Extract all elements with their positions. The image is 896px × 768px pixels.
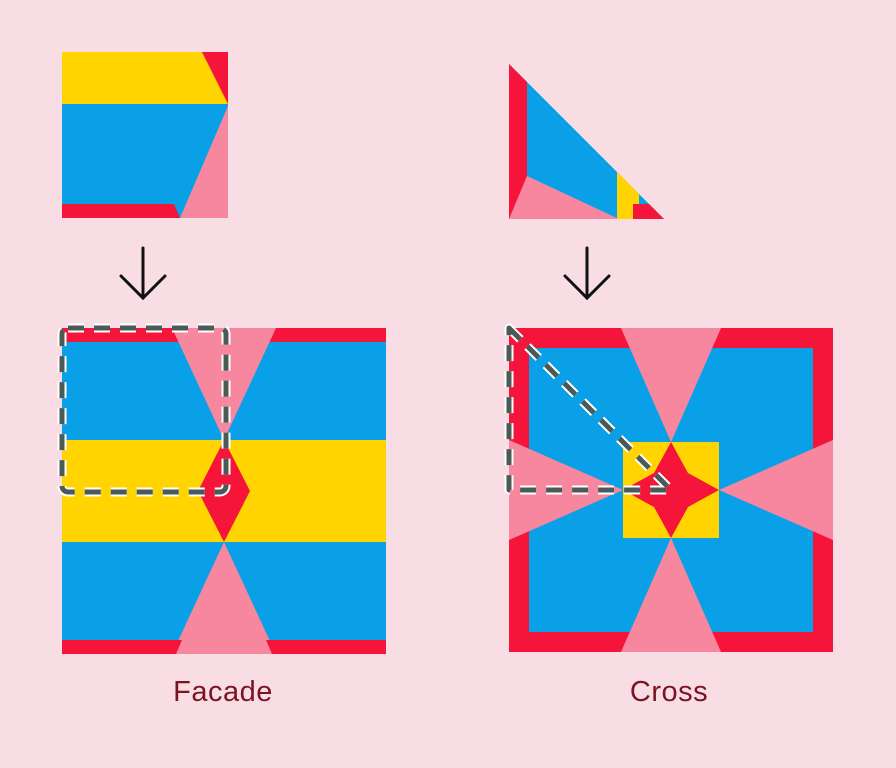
facade-unit-tile [62, 52, 228, 218]
facade-down-arrow-icon [119, 246, 167, 301]
cross-down-arrow-icon [563, 246, 611, 301]
cross-unit-tile [509, 64, 664, 219]
facade-label: Facade [173, 676, 273, 708]
cross-label: Cross [629, 676, 709, 708]
